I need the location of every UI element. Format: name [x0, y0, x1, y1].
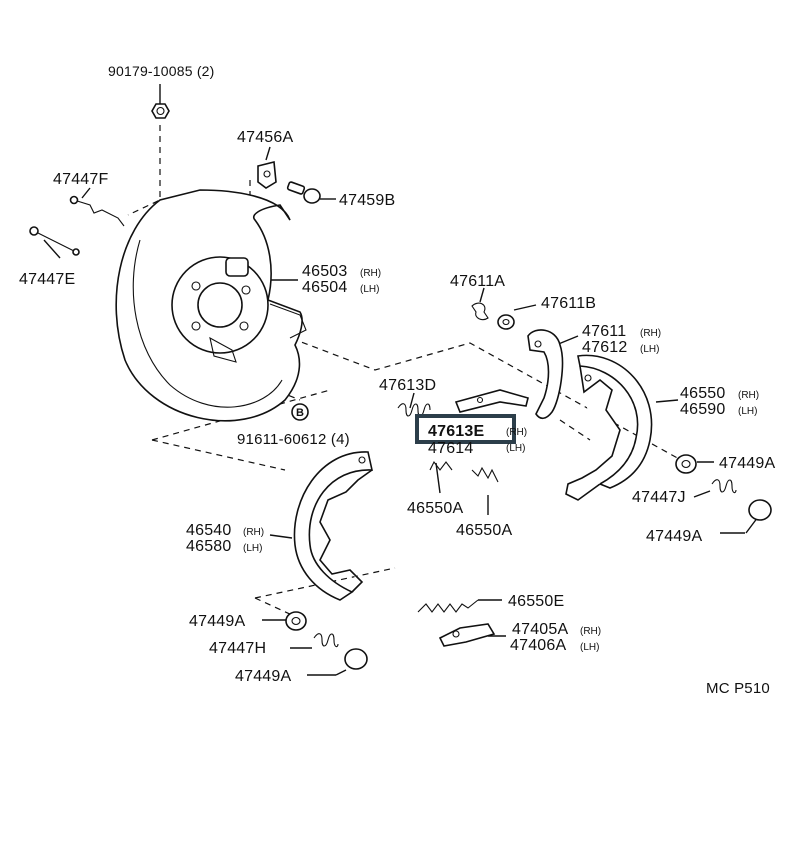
- label-47406A: 47406A: [510, 637, 566, 654]
- label-47613D: 47613D: [379, 377, 436, 394]
- label-46550E: 46550E: [508, 593, 564, 610]
- washer-right-upper: [675, 454, 697, 474]
- bolt-marker-letter: B: [296, 407, 304, 419]
- label-46590: 46590: [680, 401, 726, 418]
- label-46590-side: (LH): [738, 406, 757, 417]
- label-47612: 47612: [582, 339, 628, 356]
- adjusting-strut: [454, 389, 529, 413]
- label-46550-side: (RH): [738, 390, 759, 401]
- hold-down-spring-h: [313, 633, 339, 648]
- label-46504-side: (LH): [360, 284, 379, 295]
- part-labels: 90179-10085 (2) 47456A 47447F 47459B 474…: [19, 63, 775, 697]
- shoe-adjuster: [438, 623, 496, 647]
- label-91611-60612: 91611-60612 (4): [237, 431, 350, 448]
- label-47613E-side: (RH): [506, 427, 527, 438]
- label-46540: 46540: [186, 522, 232, 539]
- spring-cap-right: [748, 499, 772, 521]
- label-47614-side: (LH): [506, 443, 525, 454]
- label-47405A-side: (RH): [580, 626, 601, 637]
- label-47611A: 47611A: [450, 273, 505, 290]
- label-47456A: 47456A: [237, 129, 293, 146]
- label-47447F: 47447F: [53, 171, 108, 188]
- return-spring-a2: [471, 466, 499, 483]
- retainer-washer: [497, 314, 515, 330]
- label-46550: 46550: [680, 385, 726, 402]
- label-47449A-3: 47449A: [189, 613, 245, 630]
- label-46550A-2: 46550A: [456, 522, 512, 539]
- hold-down-pin-f: [69, 195, 125, 227]
- label-46580: 46580: [186, 538, 232, 555]
- label-47611: 47611: [582, 323, 626, 340]
- label-46540-side: (RH): [243, 527, 264, 538]
- label-47449A-4: 47449A: [235, 668, 291, 685]
- label-46550A-1: 46550A: [407, 500, 463, 517]
- label-46503-side: (RH): [360, 268, 381, 279]
- label-47449A-2: 47449A: [646, 528, 702, 545]
- parking-brake-lever: [527, 329, 564, 420]
- label-47447H: 47447H: [209, 640, 266, 657]
- washer-left-upper: [285, 611, 307, 631]
- brake-shoe-left: [293, 451, 374, 601]
- brake-shoe-right: [565, 354, 653, 501]
- label-47611-side: (RH): [640, 328, 661, 339]
- label-46503: 46503: [302, 263, 348, 280]
- label-46504: 46504: [302, 279, 348, 296]
- spring-cap-left: [344, 648, 368, 670]
- footer-code: MC P510: [706, 680, 770, 697]
- label-90179-10085: 90179-10085 (2): [108, 63, 215, 79]
- label-47405A: 47405A: [512, 621, 568, 638]
- label-47447E: 47447E: [19, 271, 75, 288]
- label-47449A-1: 47449A: [719, 455, 775, 472]
- label-47613E: 47613E: [428, 423, 484, 440]
- clip-bracket: [257, 160, 277, 189]
- return-spring-a1: [429, 460, 453, 471]
- label-47614: 47614: [428, 440, 474, 457]
- adjusting-spring-e: [417, 599, 479, 613]
- strut-spring-coils: [397, 403, 431, 417]
- hold-down-spring-j: [711, 479, 737, 494]
- hold-down-pin-e: [29, 226, 80, 256]
- label-46580-side: (LH): [243, 543, 262, 554]
- label-47447J: 47447J: [632, 489, 686, 506]
- bleeder-bolt: [286, 181, 321, 204]
- leader-lines: [43, 84, 759, 676]
- retainer-clip: [471, 302, 489, 321]
- highlight-box: [415, 414, 516, 444]
- hex-nut: [151, 103, 170, 119]
- label-47611B: 47611B: [541, 295, 596, 312]
- label-47612-side: (LH): [640, 344, 659, 355]
- backing-plate: [115, 189, 307, 422]
- bolt-marker: B: [291, 403, 309, 421]
- label-47406A-side: (LH): [580, 642, 599, 653]
- label-47459B: 47459B: [339, 192, 395, 209]
